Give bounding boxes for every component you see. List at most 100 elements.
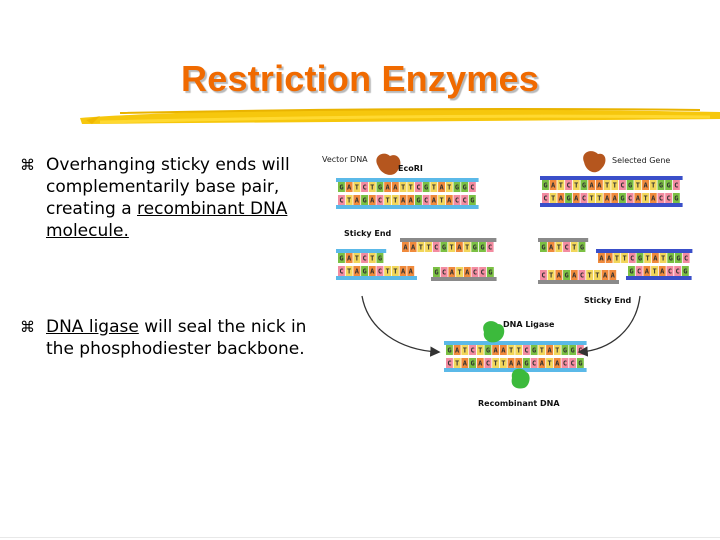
base-pair-cell [628,266,635,276]
base-letter: C [416,184,420,192]
base-letter: G [683,268,687,276]
base-pair-cell [399,182,407,192]
base-letter: A [572,272,577,280]
bullet-icon: ⌘ [20,318,35,336]
base-pair-cell [479,242,486,252]
bullet-text-plain: Overhanging sticky ends will complementa… [46,155,290,219]
base-pair-cell [446,358,453,368]
base-pair-cell [626,180,634,190]
base-pair-cell [588,180,596,190]
base-letter: T [432,184,436,192]
base-pair-cell [407,266,415,276]
backbone [336,205,479,209]
base-letter: A [557,272,562,280]
base-letter: T [370,255,374,263]
base-letter: C [659,195,663,203]
base-pair-cell [438,195,445,205]
base-pair-cell [665,180,673,190]
base-letter: G [424,184,428,192]
dna-ligase-icon [483,321,505,343]
backbone [400,238,497,242]
base-pair-cell [361,195,368,205]
base-pair-cell [628,253,636,263]
backbone [336,178,479,182]
base-letter: A [607,255,612,263]
base-letter: A [411,244,416,252]
base-letter: G [480,244,484,252]
base-letter: T [588,272,592,280]
base-letter: G [339,255,343,263]
base-pair-cell [368,182,376,192]
base-letter: C [667,195,671,203]
base-pair-cell [603,180,611,190]
base-letter: C [541,272,545,280]
base-pair-cell [402,242,409,252]
base-pair-cell [415,195,422,205]
base-letter: T [615,255,619,263]
base-letter: G [564,272,568,280]
base-letter: T [646,255,650,263]
base-letter: G [378,255,382,263]
base-letter: C [532,360,536,368]
base-letter: C [628,195,632,203]
link-recombinant-dna[interactable]: recombinant DNA molecule. [46,199,288,241]
base-pair-cell [626,193,634,203]
base-letter: T [409,184,413,192]
base-letter: G [362,268,366,276]
base-letter: A [478,360,483,368]
base-letter: T [419,244,423,252]
base-pair-cell [461,195,469,205]
base-pair-cell [572,193,580,203]
base-pair-cell [675,253,682,263]
base-letter: T [393,197,397,205]
base-pair-cell [345,266,353,276]
backbone [431,277,497,281]
base-pair-cell [384,182,392,192]
base-letter: A [517,360,522,368]
base-pair-cell [658,266,666,276]
base-pair-cell [666,266,674,276]
base-pair-cell [476,345,484,355]
base-letter: A [597,182,602,190]
base-letter: T [590,195,594,203]
base-pair-cell [430,195,438,205]
base-pair-cell [530,345,538,355]
base-letter: A [463,360,468,368]
base-pair-cell [445,182,453,192]
base-letter: A [409,197,414,205]
base-letter: G [620,195,624,203]
base-letter: C [473,269,477,277]
base-letter: A [457,244,462,252]
base-letter: C [684,255,688,263]
base-letter: A [590,182,595,190]
base-pair-cell [391,266,399,276]
base-pair-cell [547,270,555,280]
base-pair-cell [391,195,399,205]
base-letter: T [651,182,655,190]
base-letter: C [620,182,624,190]
footer-divider [0,537,720,538]
base-pair-cell [672,193,680,203]
base-pair-cell [657,180,665,190]
backbone [540,203,683,207]
base-pair-cell [484,345,492,355]
base-letter: C [543,195,547,203]
base-pair-cell [549,180,557,190]
base-pair-cell [549,193,557,203]
label-ecori: EcoRI [398,164,423,173]
base-pair-cell [353,266,361,276]
link-dna-ligase[interactable]: DNA ligase [46,317,139,337]
base-pair-cell [523,345,530,355]
base-pair-cell [580,180,588,190]
base-letter: T [557,244,561,252]
base-letter: A [450,269,455,277]
base-letter: G [455,184,459,192]
base-letter: G [629,268,633,276]
base-letter: T [447,184,451,192]
base-pair-cell [492,345,500,355]
